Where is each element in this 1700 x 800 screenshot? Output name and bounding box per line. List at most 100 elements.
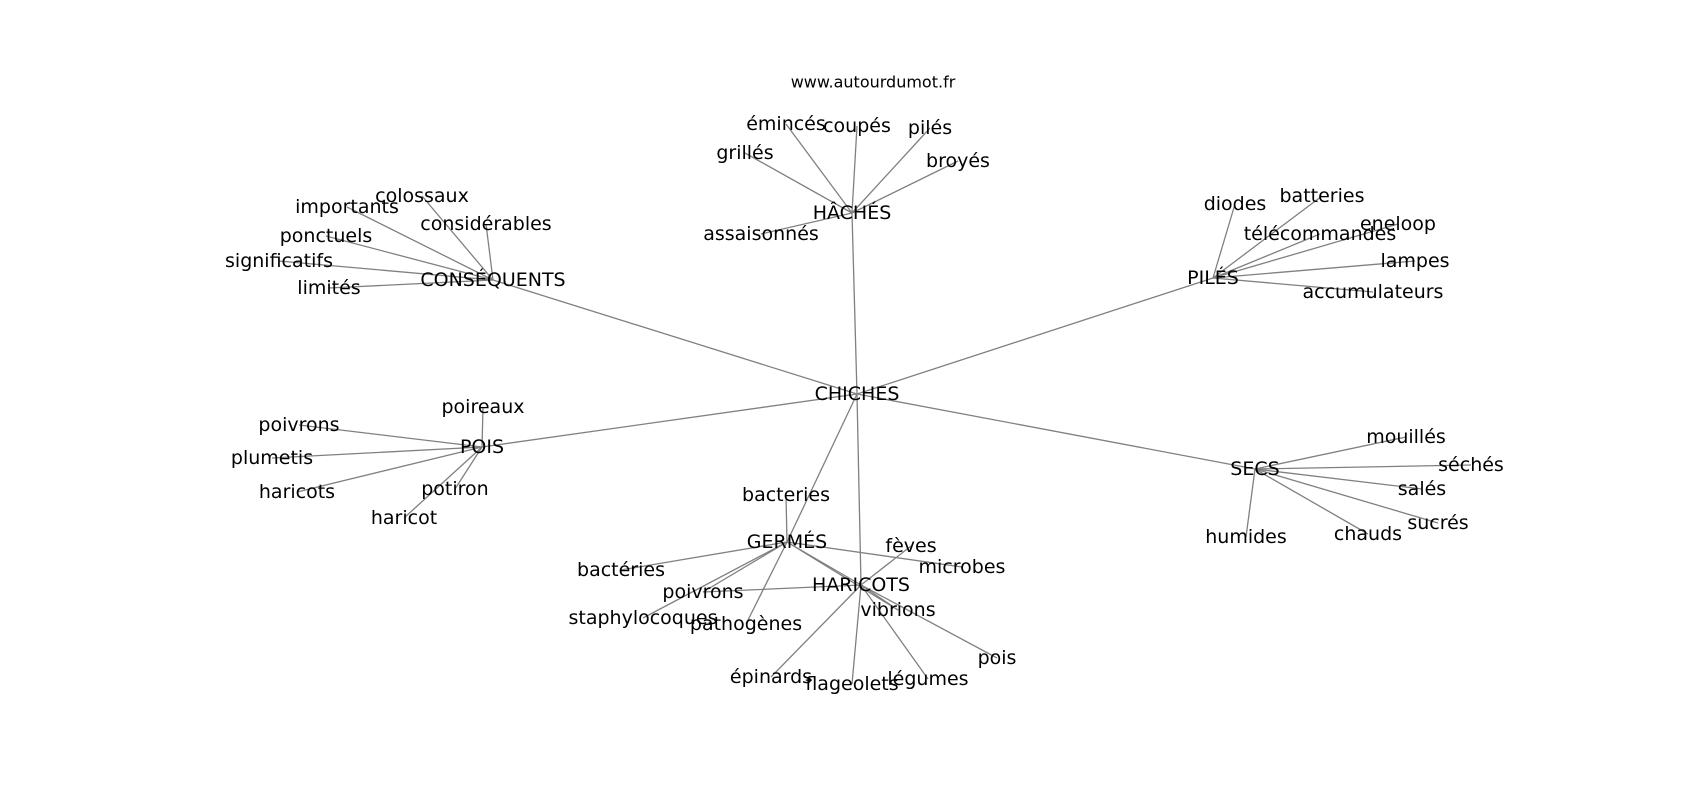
- node-seches: séchés: [1438, 454, 1504, 476]
- edge-haches-broyes: [851, 160, 959, 214]
- edge-consequents-colossaux: [421, 195, 494, 281]
- edge-haches-emincés: [785, 123, 853, 214]
- edge-secs-sucres: [1254, 468, 1439, 524]
- edge-secs-chauds: [1254, 468, 1369, 535]
- node-pois_hub: POIS: [460, 436, 504, 458]
- node-sales: salés: [1398, 478, 1446, 500]
- node-pois_h: pois: [978, 647, 1017, 669]
- node-haricots_hub: HARICOTS: [812, 574, 910, 596]
- edge-piles-telecommandes: [1212, 233, 1321, 279]
- edge-chiches-haches: [851, 212, 858, 395]
- node-chauds: chauds: [1334, 523, 1402, 545]
- edge-pois_hub-poireaux: [481, 406, 484, 448]
- node-microbes: microbes: [919, 556, 1006, 578]
- node-lampes: lampes: [1380, 250, 1449, 272]
- edge-haches-assaisonnes: [760, 212, 853, 235]
- node-bacteries: bactéries: [577, 559, 665, 581]
- edge-haricots_hub-poivrons_g: [702, 584, 862, 593]
- node-potiron: potiron: [421, 478, 488, 500]
- edge-pois_hub-poivrons_p: [298, 424, 483, 448]
- node-limites: limités: [297, 277, 360, 299]
- edge-piles-eneloop: [1212, 223, 1399, 279]
- edge-pois_hub-plumetis: [271, 446, 483, 459]
- edge-haches-grilles: [744, 152, 853, 214]
- edge-piles-batteries: [1212, 195, 1323, 279]
- node-chiches: CHICHES: [815, 383, 900, 405]
- node-colossaux: colossaux: [375, 185, 469, 207]
- edge-pois_hub-haricot: [403, 446, 483, 519]
- node-poireaux: poireaux: [442, 396, 525, 418]
- edge-consequents-importants: [346, 206, 494, 281]
- edge-piles-diodes: [1212, 203, 1236, 279]
- labels: www.autourdumot.frCHICHESHÂCHÉSémincésco…: [225, 73, 1504, 696]
- node-accumulateurs: accumulateurs: [1303, 281, 1444, 303]
- site-label: www.autourdumot.fr: [791, 73, 956, 92]
- edge-pois_hub-haricots_p: [296, 446, 483, 493]
- node-germes: GERMÉS: [747, 530, 827, 553]
- edge-germes-bacteries_sans: [785, 494, 788, 543]
- node-sucres: sucrés: [1407, 512, 1468, 534]
- edge-germes-pathogenes: [745, 541, 788, 625]
- node-haricot: haricot: [371, 507, 437, 529]
- edge-chiches-pois_hub: [481, 393, 858, 448]
- node-eneloop: eneloop: [1360, 213, 1436, 235]
- node-telecommandes: télécommandes: [1244, 223, 1397, 245]
- edge-germes-bacteries: [620, 541, 788, 571]
- edge-consequents-ponctuels: [325, 235, 494, 281]
- node-broyes: broyés: [926, 150, 990, 172]
- node-plumetis: plumetis: [231, 447, 313, 469]
- node-epinards: épinards: [730, 666, 812, 688]
- node-piles: PILÉS: [1187, 266, 1239, 289]
- node-ponctuels: ponctuels: [280, 225, 373, 247]
- node-importants: importants: [295, 196, 399, 218]
- edge-germes-microbes: [786, 541, 963, 568]
- node-significatifs: significatifs: [225, 250, 333, 272]
- node-batteries: batteries: [1280, 185, 1365, 207]
- edge-consequents-considerables: [485, 223, 494, 281]
- node-mouilles: mouillés: [1366, 426, 1446, 448]
- node-bacteries_sans: bacteries: [742, 484, 830, 506]
- node-staphylocoques: staphylocoques: [568, 607, 717, 629]
- edge-consequents-limites: [328, 279, 494, 289]
- edges: [271, 123, 1472, 685]
- edge-pois_hub-potiron: [454, 446, 483, 490]
- edge-chiches-consequents: [492, 279, 858, 395]
- node-feves: fèves: [885, 535, 936, 557]
- node-secs: SECS: [1230, 458, 1279, 480]
- node-poivrons_p: poivrons: [258, 414, 339, 436]
- edge-chiches-germes: [786, 393, 858, 543]
- edge-chiches-haricots_hub: [856, 393, 862, 586]
- edge-germes-poivrons_g: [702, 541, 788, 593]
- node-poivrons_g: poivrons: [662, 581, 743, 603]
- edge-piles-lampes: [1212, 260, 1416, 279]
- edge-haricots_hub-legumes: [860, 584, 929, 680]
- node-pathogenes: pathogènes: [690, 613, 802, 635]
- node-diodes: diodes: [1204, 193, 1267, 215]
- edge-germes-vibrions: [786, 541, 899, 611]
- node-legumes: légumes: [887, 668, 968, 690]
- node-considerables: considérables: [420, 213, 551, 235]
- edge-haricots_hub-epinards: [770, 584, 862, 678]
- node-haches: HÂCHÉS: [813, 201, 892, 224]
- node-piles_h: pilés: [908, 117, 952, 139]
- edge-secs-humides: [1245, 468, 1256, 538]
- node-coupes: coupés: [823, 115, 891, 137]
- edge-haricots_hub-feves: [860, 545, 912, 586]
- edge-secs-sales: [1254, 468, 1423, 490]
- node-emincés: émincés: [746, 113, 826, 135]
- edge-haches-piles_h: [851, 127, 931, 214]
- node-consequents: CONSÉQUENTS: [420, 268, 565, 291]
- edge-germes-staphylocoques: [642, 541, 788, 619]
- node-assaisonnes: assaisonnés: [703, 223, 819, 245]
- edge-haricots_hub-flageolets: [851, 584, 862, 685]
- node-haricots_p: haricots: [259, 481, 335, 503]
- edge-secs-seches: [1254, 464, 1472, 470]
- edge-consequents-significatifs: [278, 260, 494, 281]
- node-vibrions: vibrions: [860, 599, 935, 621]
- edge-secs-mouilles: [1254, 436, 1407, 470]
- node-grilles: grillés: [716, 142, 773, 164]
- edge-chiches-secs: [856, 393, 1256, 470]
- edge-piles-accumulateurs: [1212, 277, 1374, 293]
- edge-haricots_hub-vibrions: [860, 584, 899, 611]
